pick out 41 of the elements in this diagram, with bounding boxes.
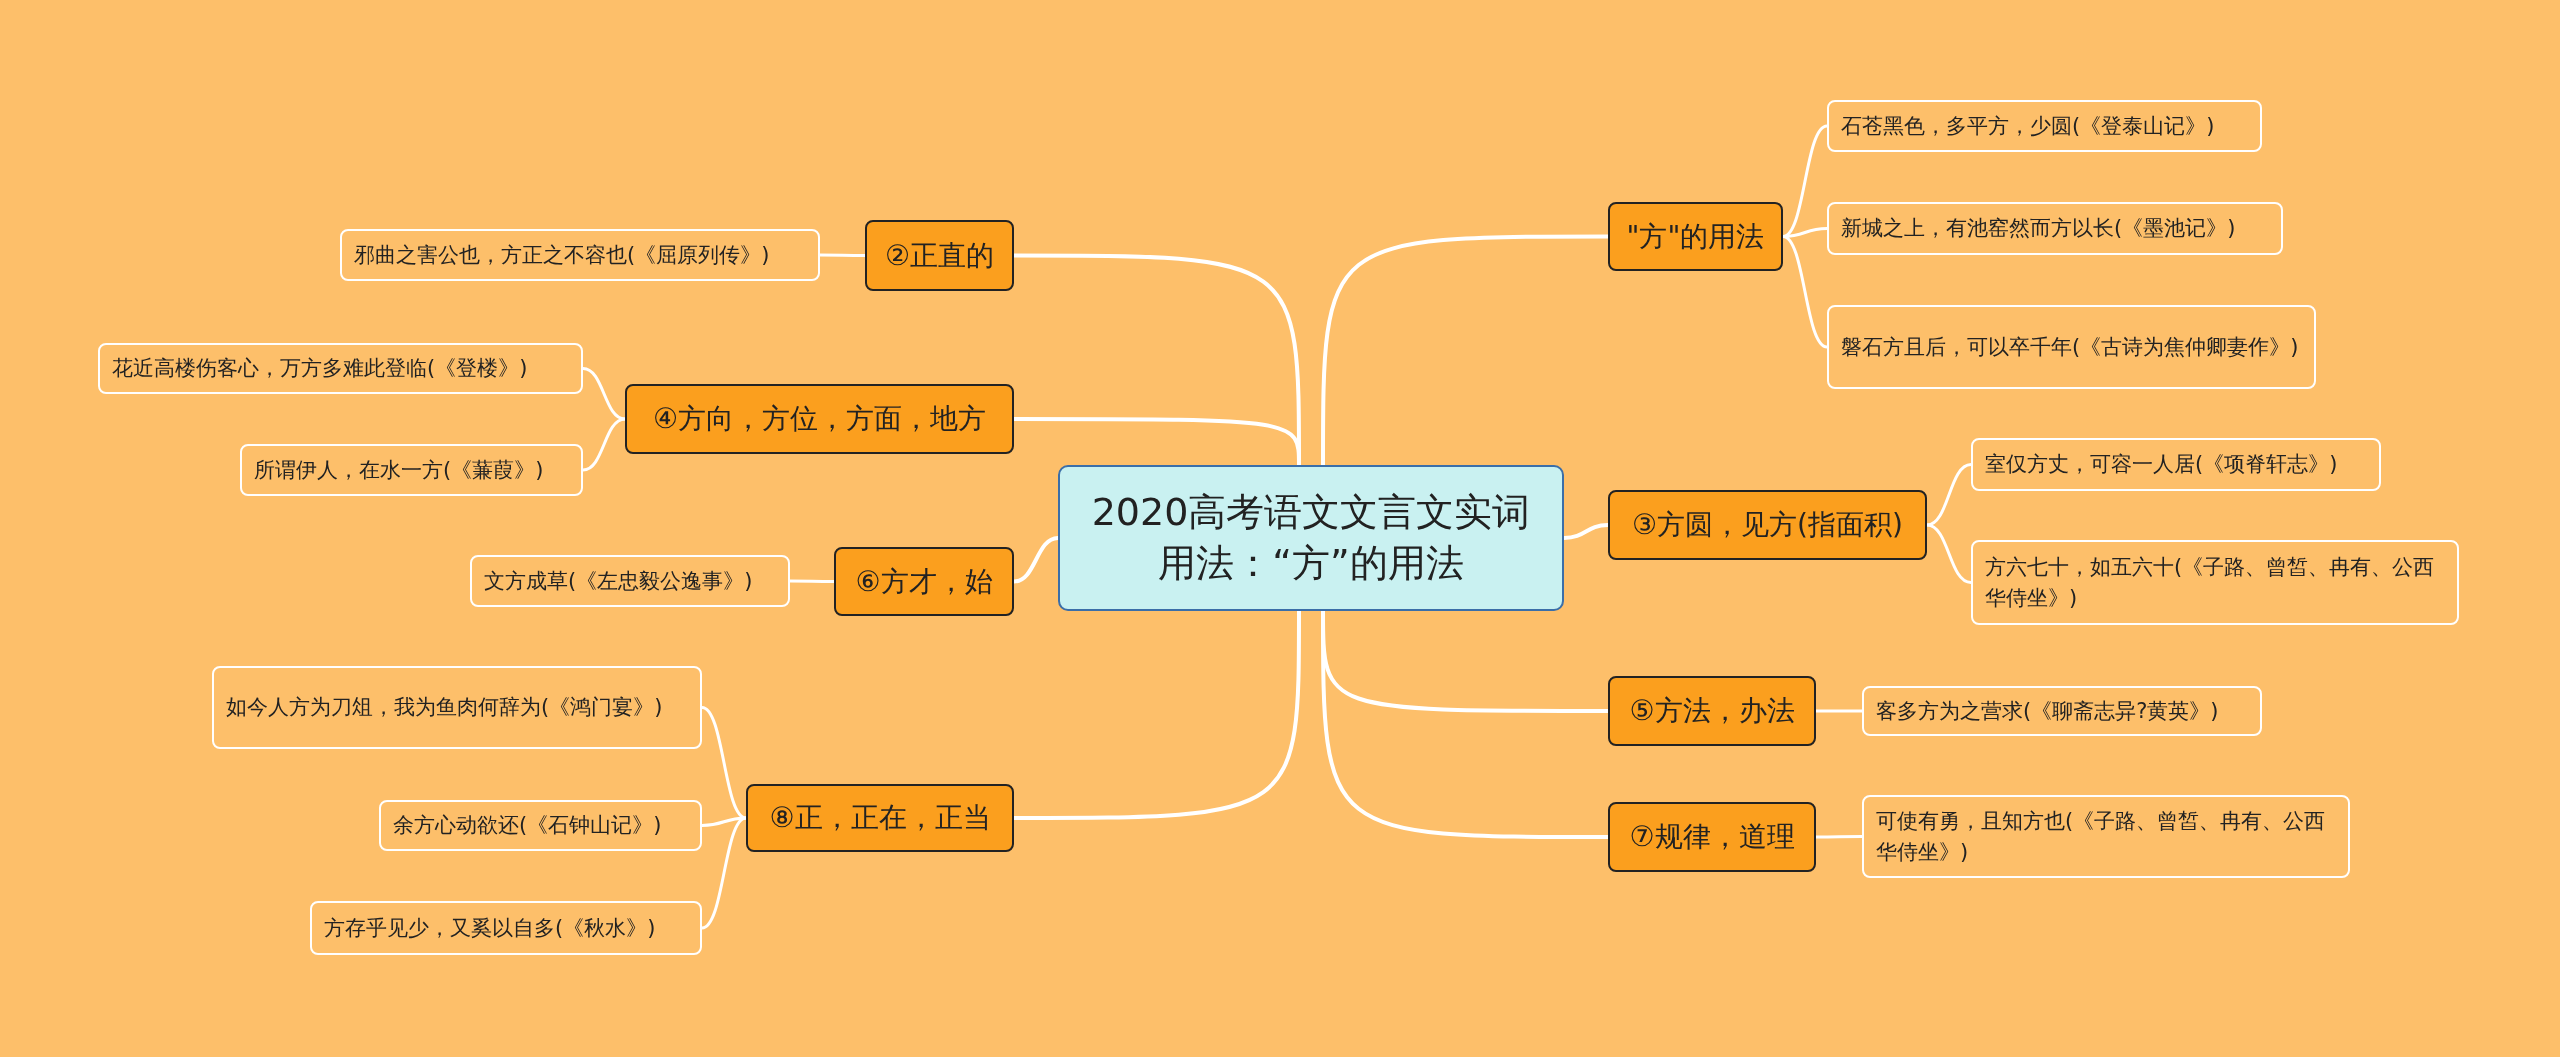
connector-line — [1014, 417, 1301, 466]
connector-line — [1816, 835, 1862, 839]
example-box: 邪曲之害公也，方正之不容也(《屈原列传》) — [340, 229, 820, 281]
topic-box: ⑤方法，办法 — [1608, 676, 1816, 746]
topic-box: ③方圆，见方(指面积) — [1608, 490, 1927, 560]
example-box: 可使有勇，且知方也(《子路、曾皙、冉有、公西华侍坐》) — [1862, 795, 2350, 878]
connector-line — [1013, 536, 1059, 584]
topic-box: ⑥方才，始 — [834, 547, 1014, 616]
example-box: 室仅方丈，可容一人居(《项脊轩志》) — [1971, 438, 2381, 491]
topic-box: ⑦规律，道理 — [1608, 802, 1816, 872]
topic-box: ④方向，方位，方面，地方 — [625, 384, 1014, 454]
connector-line — [582, 417, 626, 472]
connector-line — [701, 706, 747, 820]
central-topic-box: 2020高考语文文言文实词用法：“方”的用法 — [1058, 465, 1564, 611]
connector-line — [1782, 124, 1828, 238]
example-box: 花近高楼伤客心，万方多难此登临(《登楼》) — [98, 343, 583, 394]
connector-line — [1014, 611, 1301, 820]
connector-line — [1926, 463, 1972, 527]
connector-line — [1782, 235, 1828, 349]
connector-line — [1321, 611, 1608, 839]
topic-box: ②正直的 — [865, 220, 1014, 291]
connector-line — [1926, 523, 1972, 584]
example-box: 方六七十，如五六十(《子路、曾皙、冉有、公西华侍坐》) — [1971, 540, 2459, 625]
connector-line — [582, 367, 626, 421]
connector-line — [1321, 234, 1608, 465]
example-box: 新城之上，有池窑然而方以长(《墨池记》) — [1827, 202, 2283, 255]
connector-line — [701, 816, 747, 930]
connector-line — [1816, 709, 1862, 713]
example-box: 余方心动欲还(《石钟山记》) — [379, 800, 702, 851]
example-box: 磐石方且后，可以卒千年(《古诗为焦仲卿妻作》) — [1827, 305, 2316, 389]
example-box: 石苍黑色，多平方，少圆(《登泰山记》) — [1827, 100, 2262, 152]
example-box: 方存乎见少，又奚以自多(《秋水》) — [310, 901, 702, 955]
example-box: 如今人方为刀俎，我为鱼肉何辞为(《鸿门宴》) — [212, 666, 702, 749]
topic-box: "方"的用法 — [1608, 202, 1783, 271]
connector-line — [820, 253, 865, 257]
example-box: 所谓伊人，在水一方(《蒹葭》) — [240, 444, 583, 496]
connector-line — [790, 579, 834, 583]
connector-line — [1563, 523, 1609, 540]
example-box: 文方成草(《左忠毅公逸事》) — [470, 555, 790, 607]
example-box: 客多方为之营求(《聊斋志异?黄英》) — [1862, 686, 2262, 736]
topic-box: ⑧正，正在，正当 — [746, 784, 1014, 852]
